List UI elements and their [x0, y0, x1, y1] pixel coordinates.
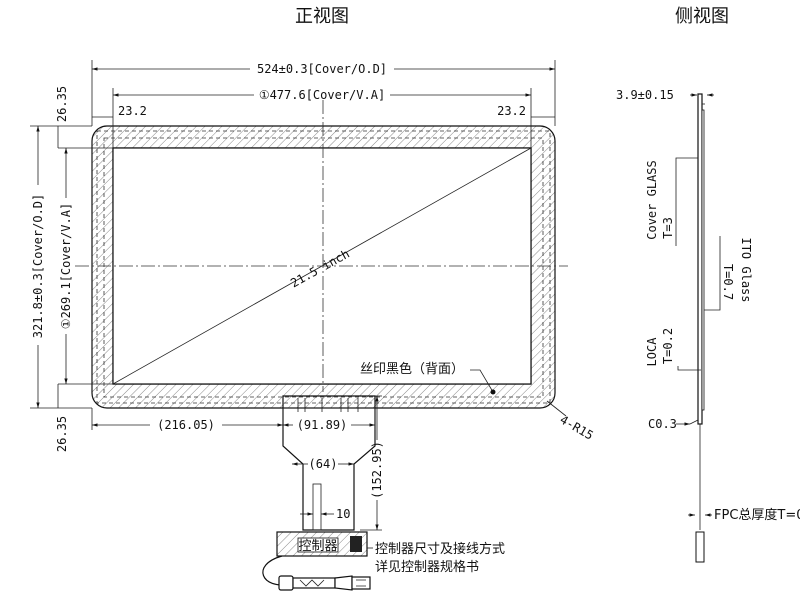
- loca-thickness: T=0.2: [661, 328, 675, 364]
- margin-right-dim: 23.2: [497, 104, 526, 118]
- fpc-offset-dim: (216.05): [157, 418, 215, 432]
- side-view-title: 侧视图: [675, 6, 729, 27]
- print-note: 丝印黑色（背面）: [360, 361, 464, 377]
- fpc-thickness-label: FPC总厚度T=0: [714, 507, 800, 523]
- controller-label: 控制器: [298, 539, 337, 554]
- controller-note-line1: 控制器尺寸及接线方式: [375, 541, 505, 557]
- fpc-length-dim: (152.95): [370, 441, 384, 499]
- width-va-dim: ①477.6[Cover/V.A]: [259, 88, 385, 102]
- front-view: 21.5 inch 丝印黑色（背面） 4-R15 524±0.3[Cover/O…: [30, 60, 596, 591]
- diagonal-line: [112, 147, 532, 385]
- ito-glass-label: ITO Glass: [739, 237, 753, 302]
- ito-glass-thickness: T=0.7: [721, 264, 735, 300]
- cover-glass-label: Cover GLASS: [645, 160, 659, 239]
- cover-glass-thickness: T=3: [661, 217, 675, 239]
- corner-radius-label: 4-R15: [558, 412, 596, 442]
- print-note-leader: [470, 369, 494, 393]
- margin-bottom-dim: 26.35: [55, 416, 69, 452]
- margin-top-dim: 26.35: [55, 86, 69, 122]
- front-view-title: 正视图: [295, 6, 349, 27]
- fpc-neck-dim: (64): [309, 457, 338, 471]
- ito-glass-layer: [701, 109, 705, 411]
- width-outer-dim: 524±0.3[Cover/O.D]: [257, 62, 387, 76]
- usb-cable: [262, 555, 371, 591]
- margin-left-dim: 23.2: [118, 104, 147, 118]
- loca-label: LOCA: [645, 337, 659, 367]
- print-note-dot: [490, 389, 496, 395]
- fpc-width-dim: (91.89): [297, 418, 348, 432]
- height-outer-dim: 321.8±0.3[Cover/O.D]: [31, 194, 45, 339]
- height-va-dim: ①269.1[Cover/V.A]: [59, 203, 73, 329]
- side-fpc-connector: [695, 531, 705, 563]
- cover-glass-layer: [697, 93, 703, 425]
- controller-board: 控制器: [276, 531, 368, 557]
- side-view: 3.9±0.15 Cover GLASS T=3 ITO Glass T=0.7…: [616, 88, 800, 563]
- chamfer-label: C0.3: [648, 417, 677, 431]
- tail-width-dim: 10: [336, 507, 350, 521]
- corner-radius-leader: [546, 400, 567, 417]
- side-thickness-dim: 3.9±0.15: [616, 88, 674, 102]
- controller-note-line2: 详见控制器规格书: [375, 559, 479, 575]
